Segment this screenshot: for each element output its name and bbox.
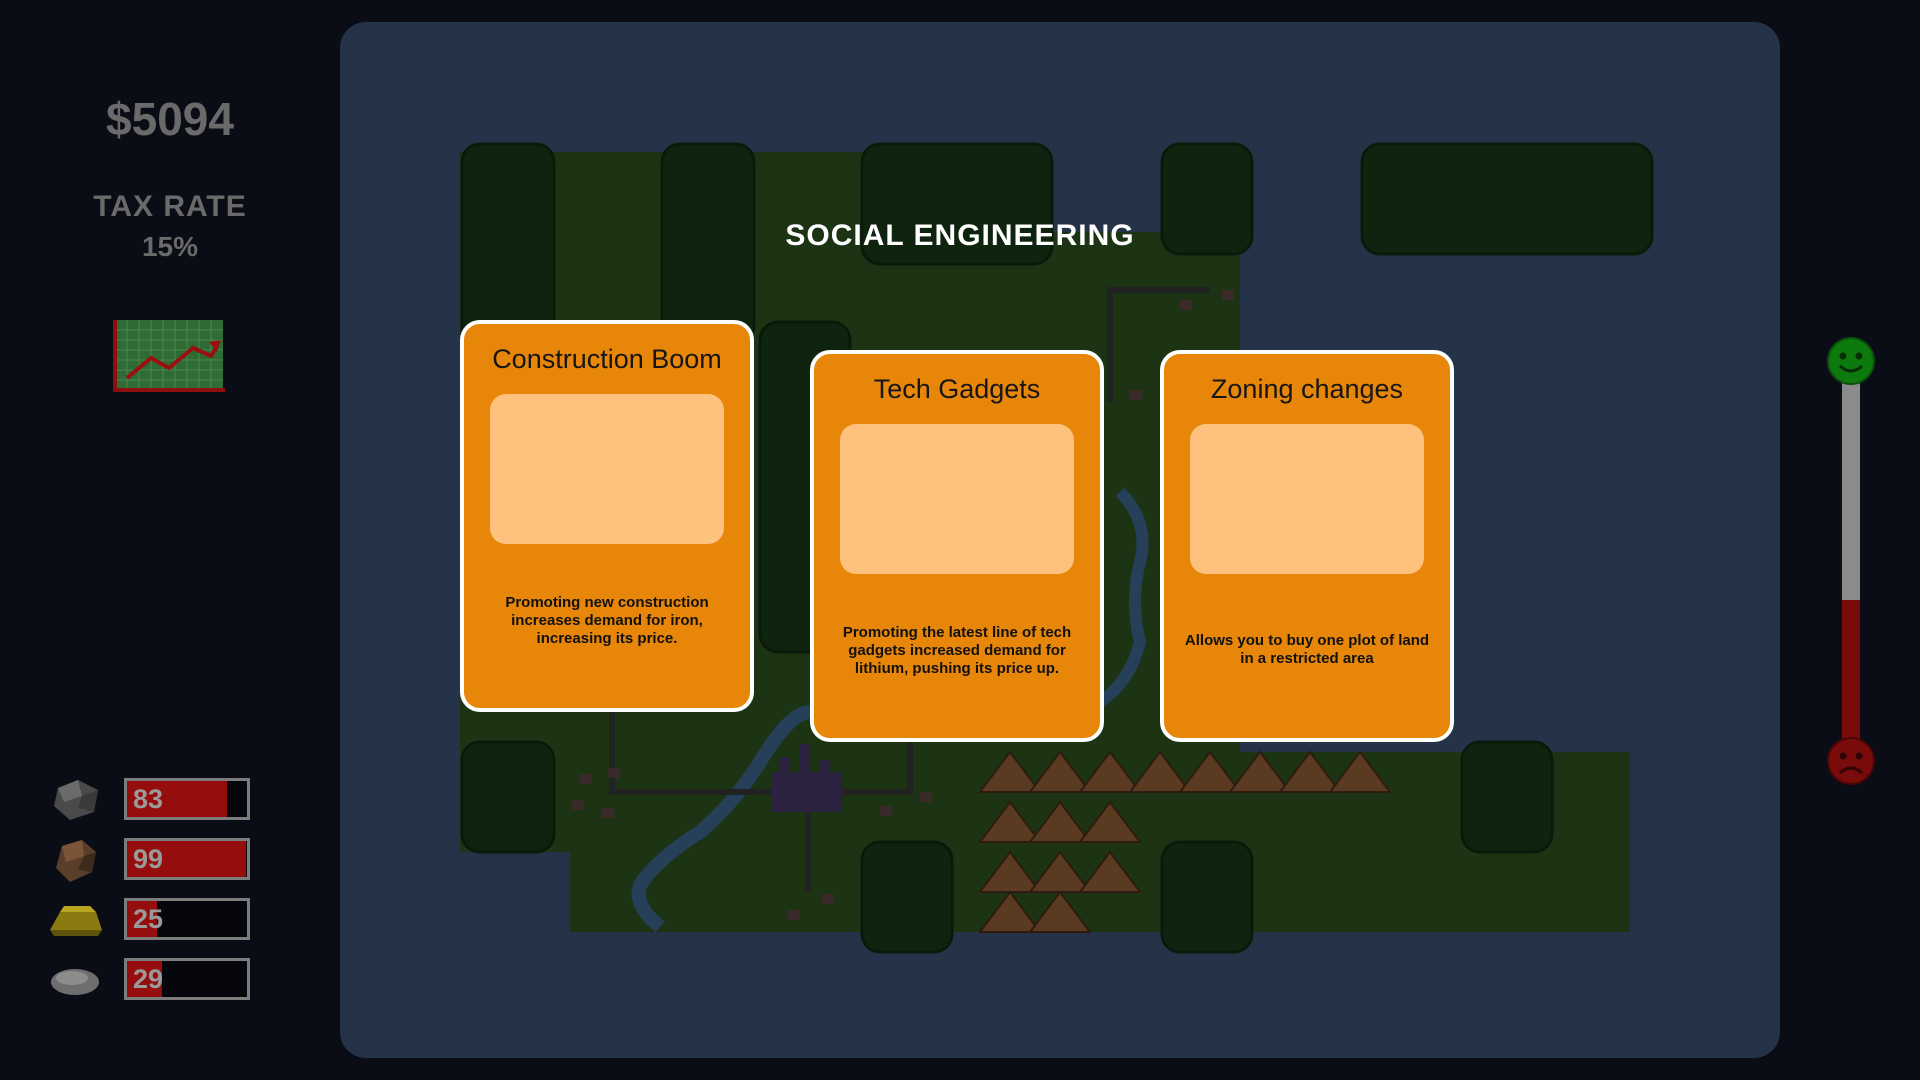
card-title: Tech Gadgets xyxy=(873,374,1041,404)
card-zoning-changes[interactable]: Zoning changes Allows you to buy one plo… xyxy=(1160,350,1454,742)
copper-level-bar: 99 xyxy=(124,838,250,880)
hud-panel: $5094 TAX RATE 15% 83 xyxy=(0,0,340,1080)
happy-face-icon xyxy=(1827,337,1875,385)
card-image-placeholder xyxy=(1190,424,1424,574)
gold-amount: 25 xyxy=(133,904,164,934)
copper-amount: 99 xyxy=(133,844,164,874)
card-description: Promoting the latest line of tech gadget… xyxy=(842,624,1072,677)
happiness-meter xyxy=(1842,380,1860,746)
gold-level-bar: 25 xyxy=(124,898,250,940)
lithium-level-fill xyxy=(127,961,162,997)
iron-level-fill xyxy=(127,781,227,817)
card-construction-boom[interactable]: Construction Boom Promoting new construc… xyxy=(460,320,754,712)
card-image-placeholder xyxy=(840,424,1074,574)
card-tech-gadgets[interactable]: Tech Gadgets Promoting the latest line o… xyxy=(810,350,1104,742)
lithium-level-bar: 29 xyxy=(124,958,250,1000)
resource-row-iron: 83 xyxy=(48,778,258,820)
tax-rate-label: TAX RATE xyxy=(93,190,247,223)
iron-ore-icon xyxy=(54,780,98,820)
card-title: Construction Boom xyxy=(492,344,722,374)
card-description: Promoting new construction increases dem… xyxy=(505,594,709,647)
lithium-amount: 29 xyxy=(133,964,164,994)
river-north xyxy=(1096,487,1149,707)
event-title: SOCIAL ENGINEERING xyxy=(785,219,1135,252)
gold-bar-icon xyxy=(50,906,102,936)
iron-level-bar: 83 xyxy=(124,778,250,820)
city-icon xyxy=(772,744,842,812)
tax-chart-icon[interactable] xyxy=(113,318,227,394)
gold-level-fill xyxy=(127,901,157,937)
card-description: Allows you to buy one plot of land in a … xyxy=(1184,632,1430,667)
lithium-ore-icon xyxy=(51,969,99,995)
resource-row-copper: 99 xyxy=(48,838,258,882)
money-display: $5094 xyxy=(106,93,234,145)
tax-rate-value: 15% xyxy=(141,231,199,262)
happiness-meter-fill xyxy=(1842,599,1860,746)
copper-level-fill xyxy=(127,841,246,877)
resource-row-gold: 25 xyxy=(48,898,258,940)
card-title: Zoning changes xyxy=(1210,374,1404,404)
houses xyxy=(572,290,1234,920)
mountains xyxy=(978,750,1392,933)
card-image-placeholder xyxy=(490,394,724,544)
iron-amount: 83 xyxy=(133,784,164,814)
resource-row-lithium: 29 xyxy=(48,958,258,1000)
sad-face-icon xyxy=(1827,737,1875,785)
copper-ore-icon xyxy=(56,840,96,882)
